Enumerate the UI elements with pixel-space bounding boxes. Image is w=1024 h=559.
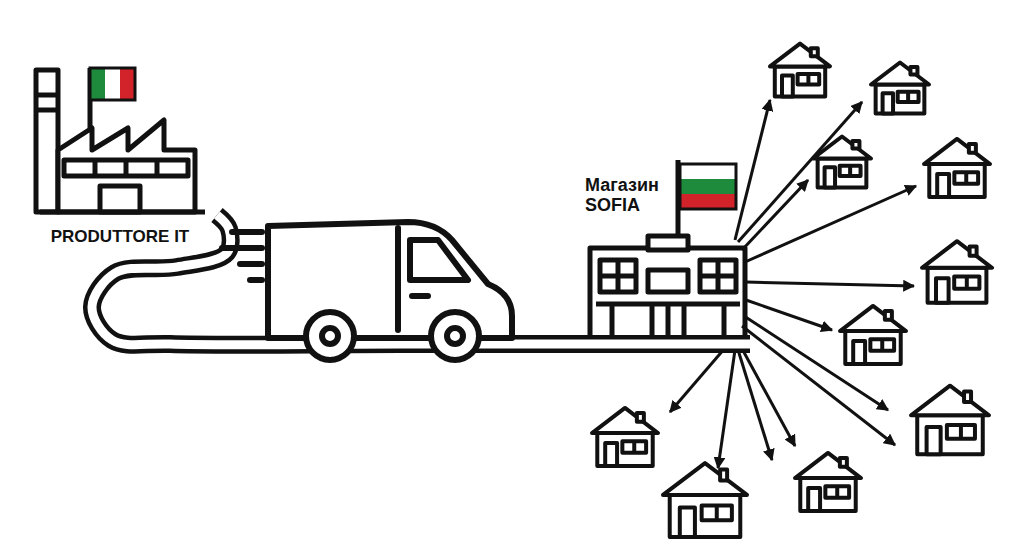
house-icon bbox=[795, 453, 861, 511]
house-icon bbox=[663, 463, 747, 537]
delivery-arrow bbox=[744, 316, 888, 410]
house-icon bbox=[770, 44, 830, 97]
delivery-arrow bbox=[735, 100, 770, 240]
producer-label: PRODUTTORE IT bbox=[25, 228, 215, 247]
delivery-arrow bbox=[670, 348, 725, 412]
delivery-arrow bbox=[735, 340, 772, 460]
delivery-arrow bbox=[740, 345, 795, 446]
house-icon bbox=[924, 139, 990, 197]
delivery-arrow bbox=[745, 186, 916, 262]
house-icon bbox=[871, 62, 929, 113]
van-illustration bbox=[222, 222, 512, 360]
delivery-arrow bbox=[738, 102, 862, 242]
house-icon bbox=[592, 408, 658, 466]
house-icon bbox=[911, 386, 989, 455]
house-icon bbox=[840, 306, 906, 364]
bulgarian-flag bbox=[680, 164, 736, 209]
factory-illustration bbox=[36, 68, 205, 212]
delivery-arrow bbox=[718, 350, 735, 468]
house-icon bbox=[922, 241, 992, 303]
delivery-arrows bbox=[670, 100, 916, 468]
houses bbox=[592, 44, 992, 537]
store-node: Магазин SOFIA bbox=[585, 160, 750, 344]
delivery-arrow bbox=[746, 282, 914, 286]
house-icon bbox=[813, 136, 871, 187]
delivery-arrow bbox=[742, 326, 895, 445]
italian-flag bbox=[90, 68, 135, 100]
factory-node: PRODUTTORE IT bbox=[25, 60, 217, 252]
store-label: Магазин SOFIA bbox=[585, 176, 659, 216]
